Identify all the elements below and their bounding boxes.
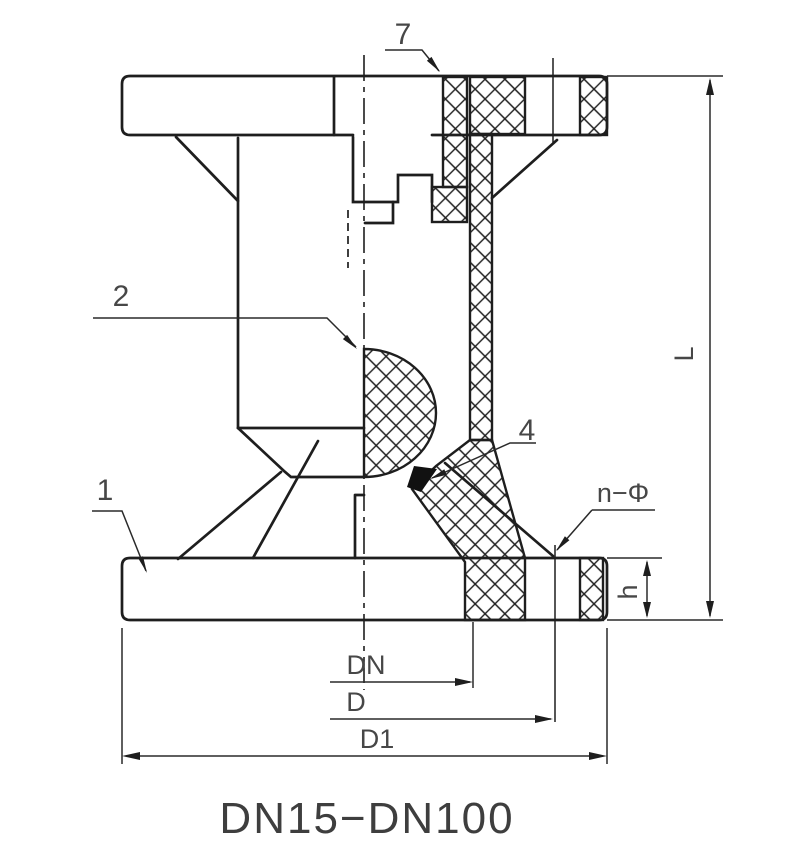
bonnet-boss (351, 135, 434, 204)
arrow-leader-n-phi (556, 536, 570, 551)
part-label-1: 1 (97, 474, 114, 507)
lining-flange-edge-bottom (578, 556, 605, 622)
lining-section-hatch (362, 75, 609, 622)
arrow-D1-right (589, 752, 607, 760)
arrow-DN (455, 678, 473, 686)
port-step (353, 493, 366, 560)
lining-pocket (430, 185, 469, 224)
dim-label-DN: DN (347, 650, 386, 680)
lining-cone-swath (410, 438, 527, 622)
hub-chamfer (174, 135, 240, 203)
bottom-flange (120, 556, 609, 622)
leader-n-phi (556, 509, 655, 551)
part-label-4: 4 (519, 414, 536, 447)
arrow-D1-left (122, 752, 140, 760)
shoulder-taper (236, 426, 366, 479)
upper-cone-wall (490, 138, 559, 200)
dim-label-n-phi: n−Φ (597, 478, 649, 508)
arrow-h-bottom (643, 602, 651, 618)
lower-cone-wall (443, 461, 555, 558)
lining-flange-face-top (468, 75, 527, 136)
valve-seat (407, 466, 437, 492)
arrowheads (122, 56, 714, 760)
arrow-leader-2 (342, 334, 357, 349)
dim-label-L: L (669, 346, 699, 361)
body-outline (120, 74, 609, 622)
part-label-7: 7 (395, 18, 412, 51)
arrow-leader-4 (430, 469, 447, 479)
dim-label-D: D (346, 687, 366, 717)
lining-flange-edge-top (578, 75, 609, 137)
dim-label-D1: D1 (360, 724, 395, 754)
arrow-L-bottom (706, 601, 714, 618)
lining-bore-band (441, 75, 469, 189)
drawing-title: DN15−DN100 (219, 794, 514, 843)
dim-label-h: h (613, 584, 643, 599)
leader-2 (93, 317, 357, 348)
arrow-L-top (706, 78, 714, 95)
leader-1 (92, 510, 147, 572)
cone-silhouette (176, 470, 283, 561)
ball-section (362, 347, 438, 479)
arrow-leader-1 (138, 556, 147, 573)
leader-4 (431, 442, 536, 479)
bonnet-spigot (363, 200, 395, 225)
part-label-2: 2 (113, 280, 130, 313)
arrow-D (535, 715, 553, 723)
arrow-h-top (643, 560, 651, 576)
cone-inner-edge (251, 439, 320, 560)
lining-column (468, 132, 494, 442)
arrow-leader-7 (426, 56, 440, 72)
